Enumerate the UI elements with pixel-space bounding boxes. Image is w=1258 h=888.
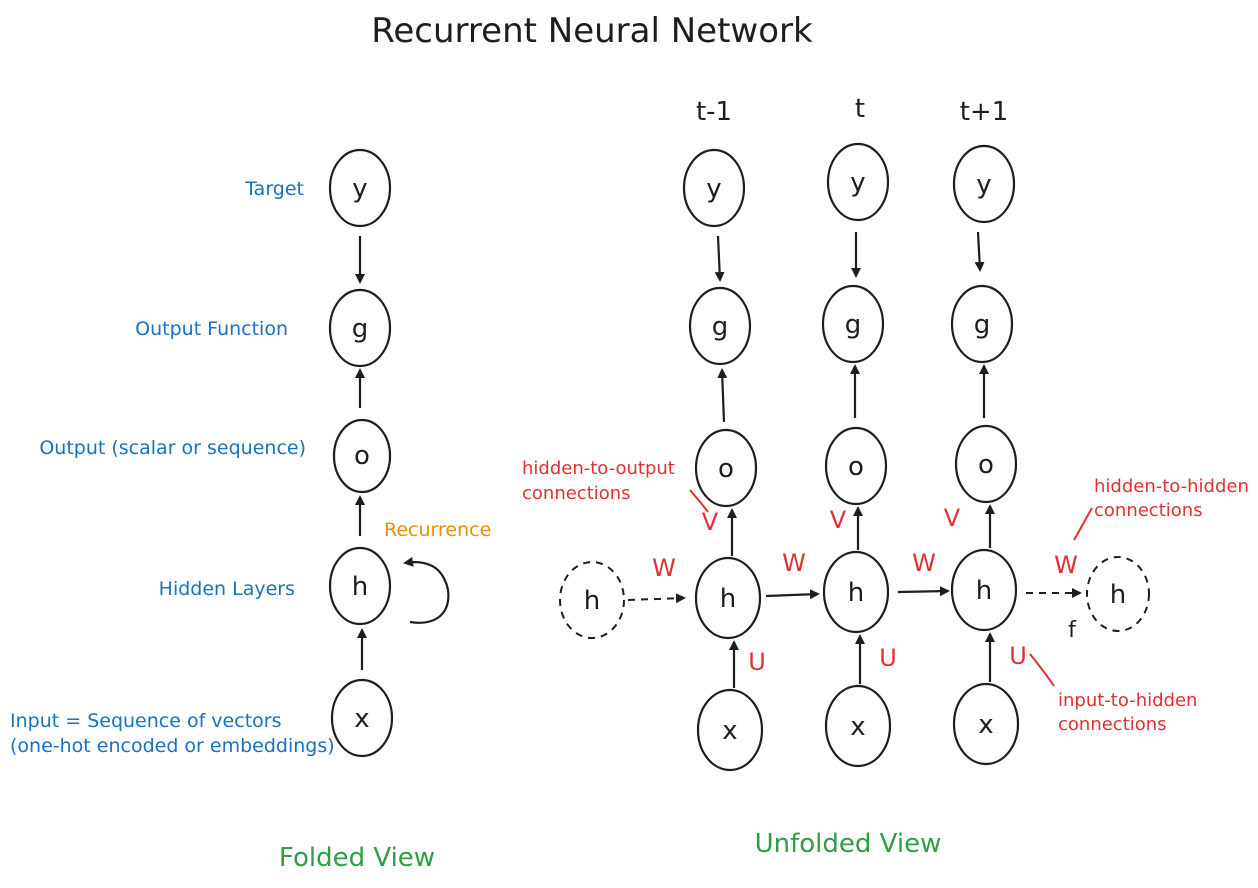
svg-text:x: x	[978, 710, 993, 740]
folded-node-y: y	[328, 148, 392, 228]
annotation-input-to-hidden-line2: connections	[1058, 714, 1167, 735]
svg-text:x: x	[354, 704, 369, 734]
arrow-h-to-h-1	[765, 589, 820, 600]
svg-text:g: g	[974, 310, 991, 340]
label-input-line2: (one-hot encoded or embeddings)	[10, 735, 335, 757]
folded-view-caption: Folded View	[279, 843, 435, 873]
label-input-line1: Input = Sequence of vectors	[10, 710, 281, 732]
arrow-y-to-g-t-minus-1	[714, 235, 725, 282]
folded-node-x: x	[330, 678, 394, 758]
svg-text:g: g	[712, 312, 729, 342]
annotation-hidden-to-output-line1: hidden-to-output	[522, 458, 675, 479]
svg-text:g: g	[845, 310, 862, 340]
time-label-t-plus-1: t+1	[960, 97, 1009, 127]
svg-text:h: h	[1110, 580, 1126, 610]
unfolded-column-t: y g o h x	[821, 142, 892, 768]
folded-node-o: o	[332, 418, 392, 494]
folded-node-h: h	[328, 546, 392, 626]
folded-view: y g o h x Target Output Function Output …	[10, 148, 491, 873]
unfolded-column-t-plus-1: y g o h x	[950, 144, 1020, 766]
weight-v-1: V	[702, 508, 719, 536]
unfolded-view-caption: Unfolded View	[755, 829, 942, 859]
annotation-hidden-to-output-line2: connections	[522, 483, 631, 504]
label-f: f	[1068, 618, 1077, 643]
svg-text:y: y	[976, 170, 991, 200]
annotation-hidden-to-hidden-line1: hidden-to-hidden	[1094, 476, 1249, 497]
svg-text:x: x	[850, 712, 865, 742]
label-hidden-layers: Hidden Layers	[159, 578, 295, 600]
label-target: Target	[244, 178, 304, 200]
time-label-t-minus-1: t-1	[696, 97, 732, 127]
unfolded-column-t-minus-1: y g o h x	[682, 148, 764, 772]
weight-w-1: W	[652, 554, 676, 582]
leader-hidden-to-hidden	[1073, 507, 1093, 541]
leader-hidden-to-output	[689, 489, 709, 513]
previous-hidden-state-node: h	[559, 561, 625, 639]
label-recurrence: Recurrence	[384, 519, 491, 541]
svg-text:y: y	[352, 174, 367, 204]
weight-u-1: U	[748, 648, 766, 676]
svg-text:h: h	[976, 576, 992, 606]
arrow-prev-h-to-h	[627, 593, 686, 604]
label-output: Output (scalar or sequence)	[39, 437, 306, 459]
svg-text:h: h	[584, 586, 600, 616]
time-label-t: t	[855, 94, 865, 124]
svg-text:y: y	[850, 168, 865, 198]
arrow-y-to-g-t-plus-1	[974, 231, 985, 272]
next-hidden-state-node: h	[1086, 556, 1150, 632]
svg-text:y: y	[706, 174, 721, 204]
svg-text:o: o	[978, 450, 994, 480]
folded-recurrence-loop-arrow	[403, 556, 450, 624]
svg-text:h: h	[848, 578, 864, 608]
weight-w-3: W	[912, 549, 936, 577]
weight-w-4: W	[1054, 551, 1078, 579]
svg-text:g: g	[352, 314, 369, 344]
weight-v-3: V	[944, 504, 961, 532]
arrow-h-to-h-2	[897, 586, 950, 597]
weight-w-2: W	[782, 549, 806, 577]
svg-text:o: o	[354, 441, 370, 471]
annotation-hidden-to-hidden-line2: connections	[1094, 500, 1203, 521]
label-output-function: Output Function	[135, 318, 288, 340]
leader-input-to-hidden	[1029, 653, 1055, 687]
svg-text:h: h	[720, 584, 736, 614]
weight-v-2: V	[830, 506, 847, 534]
arrow-o-to-g-t-minus-1	[717, 368, 728, 423]
diagram-title: Recurrent Neural Network	[371, 11, 813, 51]
weight-u-3: U	[1009, 642, 1027, 670]
svg-text:h: h	[352, 572, 368, 602]
unfolded-view: t-1 t t+1 y g o h x y g o	[522, 94, 1249, 859]
annotation-input-to-hidden-line1: input-to-hidden	[1058, 690, 1197, 711]
svg-text:x: x	[722, 716, 737, 746]
folded-node-g: g	[328, 288, 392, 368]
svg-text:o: o	[848, 452, 864, 482]
weight-u-2: U	[879, 644, 897, 672]
svg-text:o: o	[718, 454, 734, 484]
